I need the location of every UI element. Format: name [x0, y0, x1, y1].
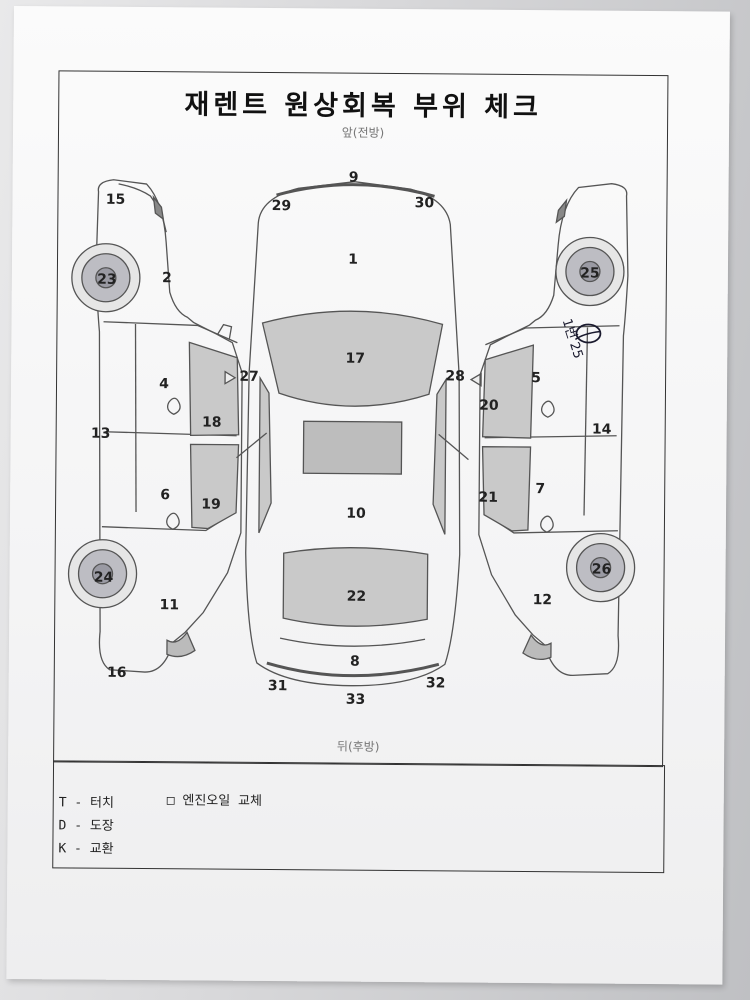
- handwritten-mark: 1번 25: [559, 317, 602, 361]
- part-8: 8: [350, 654, 360, 670]
- part-23: 23: [97, 272, 117, 288]
- part-15: 15: [106, 192, 126, 208]
- right-side-view: [478, 183, 629, 677]
- part-4: 4: [159, 376, 169, 392]
- legend-box: T - 터치 D - 도장 K - 교환 □ 엔진오일 교체: [52, 760, 666, 874]
- part-9: 9: [349, 170, 359, 186]
- part-16: 16: [107, 665, 127, 681]
- diagram-frame: 재렌트 원상회복 부위 체크 앞(전방) 뒤(후방): [53, 70, 669, 768]
- part-13: 13: [91, 426, 111, 442]
- checkbox-icon: □: [166, 793, 175, 809]
- part-32: 32: [426, 675, 446, 691]
- part-1: 1: [348, 252, 358, 268]
- part-24: 24: [94, 570, 114, 586]
- part-11: 11: [159, 597, 179, 613]
- car-damage-diagram: 9 29 30 1 17 10 22 8 31 32 33 27 28 15 2…: [67, 170, 636, 708]
- legend-touch: T - 터치: [58, 795, 115, 811]
- part-18: 18: [202, 414, 222, 430]
- part-6: 6: [160, 487, 170, 503]
- part-28: 28: [445, 368, 465, 384]
- oil-change-label: 엔진오일 교체: [182, 793, 263, 809]
- part-33: 33: [346, 692, 366, 708]
- legend-replace: K - 교환: [58, 841, 114, 857]
- part-21: 21: [478, 490, 498, 506]
- circle-mark-icon: [575, 323, 602, 344]
- part-7: 7: [535, 481, 545, 497]
- left-side-view: [95, 179, 243, 673]
- part-5: 5: [531, 370, 541, 386]
- top-view: [224, 181, 482, 687]
- part-22: 22: [347, 589, 367, 605]
- legend-paint: D - 도장: [58, 818, 114, 834]
- oil-change-checkbox[interactable]: □ 엔진오일 교체: [167, 789, 262, 809]
- part-26: 26: [592, 562, 612, 578]
- part-10: 10: [346, 506, 366, 522]
- part-30: 30: [415, 195, 435, 211]
- part-12: 12: [533, 592, 553, 608]
- part-31: 31: [268, 678, 288, 694]
- part-14: 14: [592, 422, 612, 438]
- part-17: 17: [345, 351, 365, 367]
- handwritten-note: 1번 25: [559, 317, 586, 361]
- part-27: 27: [239, 369, 259, 385]
- part-19: 19: [201, 496, 221, 512]
- part-29: 29: [272, 198, 292, 214]
- inspection-sheet: 재렌트 원상회복 부위 체크 앞(전방) 뒤(후방): [6, 6, 730, 985]
- part-2: 2: [162, 270, 172, 286]
- part-20: 20: [479, 398, 499, 414]
- part-25: 25: [580, 265, 600, 281]
